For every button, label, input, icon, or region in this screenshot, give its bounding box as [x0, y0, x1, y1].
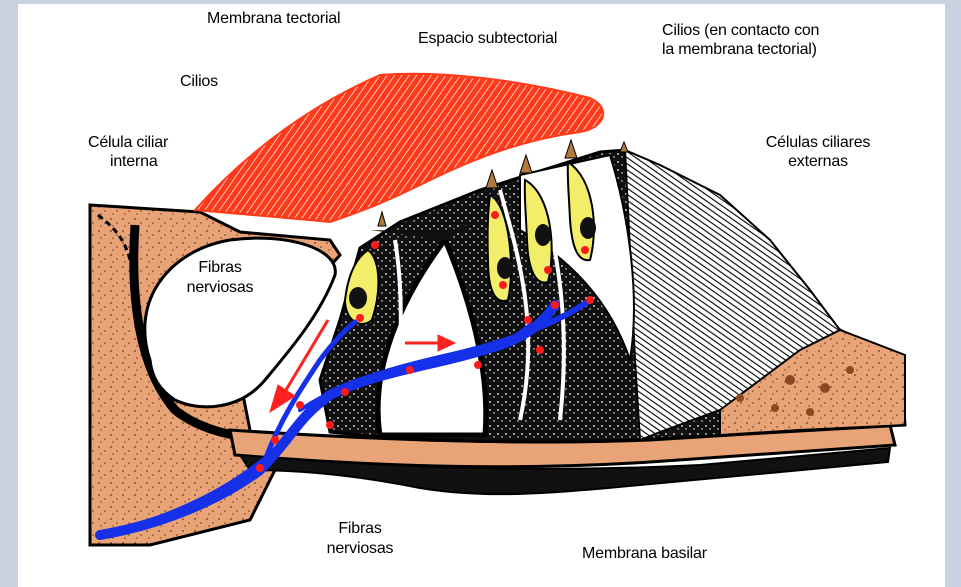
label-celula-ciliar-interna-line1: Célula ciliar	[88, 134, 168, 152]
label-fibras-nerviosas-bottom-line1: Fibras	[320, 520, 400, 538]
label-membrana-tectorial: Membrana tectorial	[207, 10, 340, 28]
label-fibras-nerviosas-top-line2: nerviosas	[180, 279, 260, 297]
label-fibras-nerviosas-bottom-line2: nerviosas	[320, 540, 400, 558]
label-fibras-nerviosas-top-line1: Fibras	[180, 259, 260, 277]
label-cilios-contacto-line1: Cilios (en contacto con	[662, 22, 819, 40]
label-cilios-contacto-line2: la membrana tectorial)	[662, 41, 817, 59]
label-celulas-ciliares-externas-line2: externas	[748, 153, 888, 171]
inner-hair-cell	[345, 250, 378, 324]
label-cilios: Cilios	[180, 73, 218, 91]
label-celula-ciliar-interna-line2: interna	[110, 153, 158, 171]
label-espacio-subtectorial: Espacio subtectorial	[418, 30, 557, 48]
inner-hair-cell-nucleus	[349, 287, 367, 309]
label-membrana-basilar: Membrana basilar	[582, 545, 707, 563]
label-celulas-ciliares-externas-line1: Células ciliares	[748, 134, 888, 152]
